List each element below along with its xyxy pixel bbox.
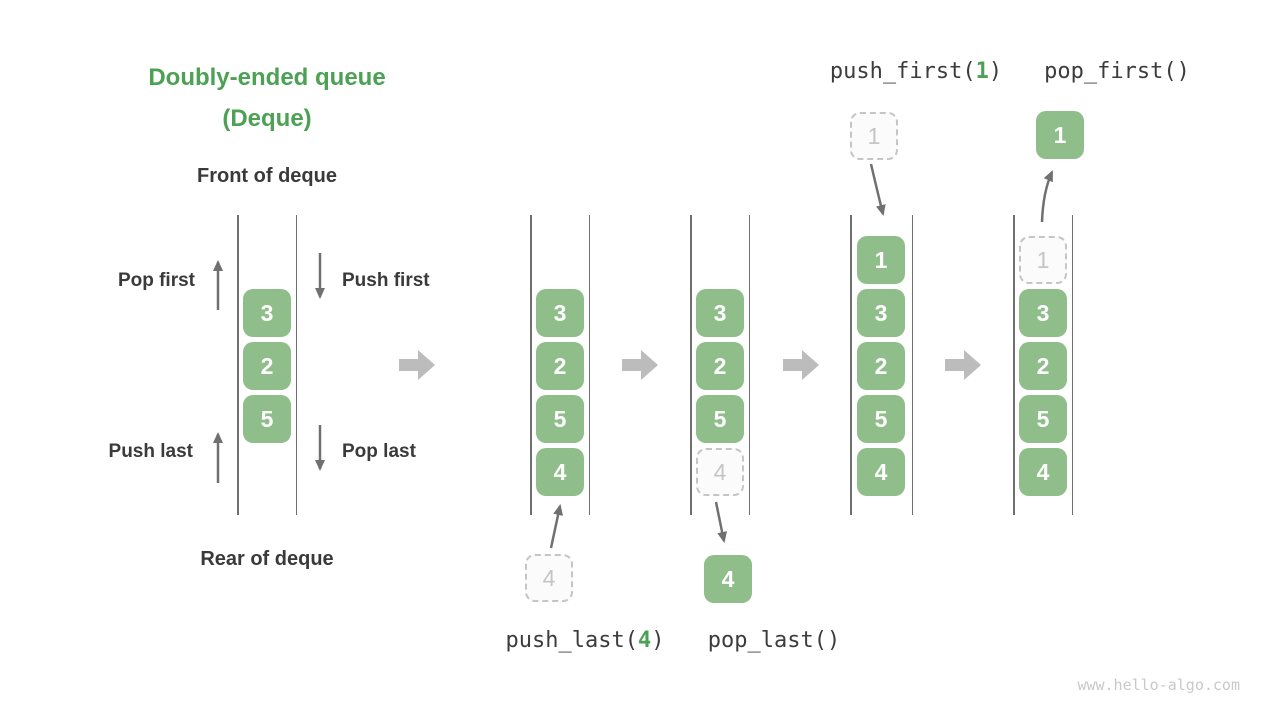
pop-first-call-label: pop_first() (1044, 59, 1190, 84)
call-text: ) (988, 59, 1003, 84)
deque-element: 1 (857, 236, 905, 284)
deque-element: 5 (536, 395, 584, 443)
call-arg: 4 (637, 628, 652, 653)
watermark: www.hello-algo.com (1077, 676, 1240, 694)
queue-wall (295, 215, 297, 515)
deque-main: 3 2 5 (237, 215, 297, 515)
deque-element: 5 (696, 395, 744, 443)
deque-element: 3 (696, 289, 744, 337)
queue-wall (588, 215, 590, 515)
pop-last-call-label: pop_last() (707, 628, 841, 653)
deque-element: 3 (1019, 289, 1067, 337)
deque-step-pop-first: 1 3 2 5 4 (1013, 215, 1073, 515)
title-line-1: Doubly-ended queue (148, 64, 386, 91)
queue-wall (690, 215, 692, 515)
deque-element: 2 (243, 342, 291, 390)
queue-wall (748, 215, 750, 515)
deque-element: 3 (243, 289, 291, 337)
deque-element: 3 (536, 289, 584, 337)
push-last-label: Push last (108, 441, 193, 462)
deque-element: 4 (857, 448, 905, 496)
step-arrow-icon (399, 350, 435, 380)
deque-element: 4 (536, 448, 584, 496)
queue-wall (850, 215, 852, 515)
step-arrow-icon (945, 350, 981, 380)
staged-element: 4 (525, 554, 573, 602)
staged-element: 1 (850, 112, 898, 160)
pop-last-label: Pop last (342, 441, 416, 462)
deque-step-push-first: 1 3 2 5 4 (850, 215, 913, 515)
call-text: push_first( (829, 59, 976, 84)
deque-element: 2 (696, 342, 744, 390)
deque-step-pop-last: 3 2 5 4 (690, 215, 750, 515)
push-last-call-label: push_last(4) (506, 628, 665, 653)
removed-element-ghost: 1 (1019, 236, 1067, 284)
queue-wall (237, 215, 239, 515)
popped-element: 4 (704, 555, 752, 603)
deque-element: 4 (1019, 448, 1067, 496)
push-first-call-label: push_first(1) (830, 59, 1002, 84)
deque-element: 2 (536, 342, 584, 390)
deque-element: 5 (1019, 395, 1067, 443)
push-first-insert-arrow-icon (869, 163, 886, 216)
step-arrow-icon (622, 350, 658, 380)
removed-element-ghost: 4 (696, 448, 744, 496)
deque-element: 2 (1019, 342, 1067, 390)
push-first-label: Push first (342, 270, 430, 291)
deque-element: 5 (243, 395, 291, 443)
deque-element: 5 (857, 395, 905, 443)
deque-step-push-last: 3 2 5 4 (530, 215, 590, 515)
queue-wall (1013, 215, 1015, 515)
front-of-deque-label: Front of deque (197, 165, 337, 187)
queue-wall (530, 215, 532, 515)
rear-of-deque-label: Rear of deque (200, 548, 334, 570)
diagram-title: Doubly-ended queue (Deque) (87, 57, 447, 139)
call-text: push_last( (505, 628, 638, 653)
deque-element: 3 (857, 289, 905, 337)
call-arg: 1 (975, 59, 989, 84)
pop-first-label: Pop first (117, 270, 195, 291)
deque-element: 2 (857, 342, 905, 390)
queue-wall (1071, 215, 1073, 515)
step-arrow-icon (783, 350, 819, 380)
title-line-2: (Deque) (222, 105, 312, 132)
queue-wall (911, 215, 913, 515)
call-text: ) (651, 628, 665, 653)
popped-element: 1 (1036, 111, 1084, 159)
